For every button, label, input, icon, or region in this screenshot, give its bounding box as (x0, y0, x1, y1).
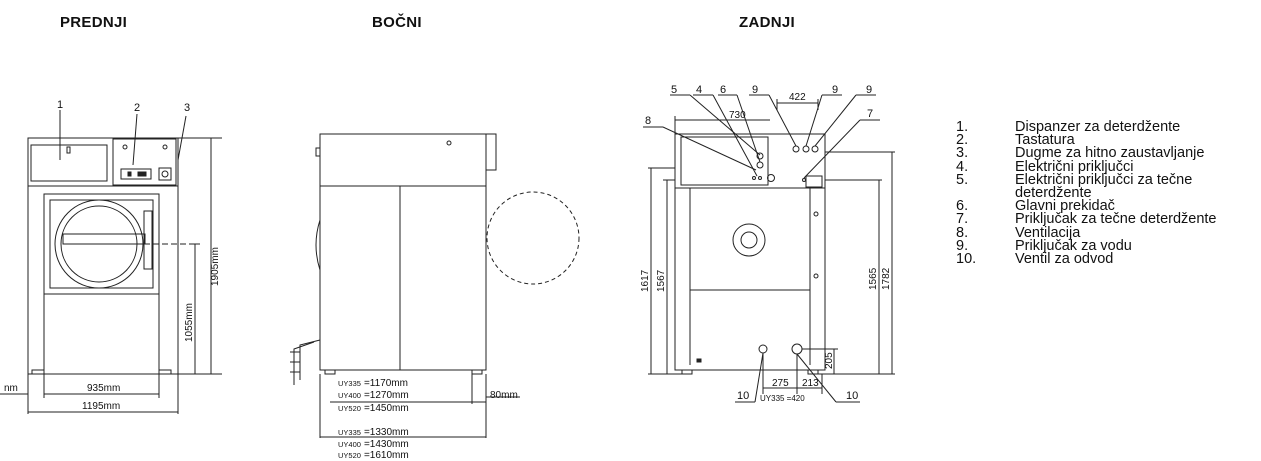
dim-front-width-total: 1195mm (82, 401, 120, 412)
dim-back-275: 275 (772, 378, 789, 389)
dim-front-width-inner: 935mm (87, 383, 120, 394)
back-drum-hub (732, 223, 766, 257)
legend-item: 5. Električni priključci za tečne deterdž… (956, 171, 1255, 202)
legend-text: Tastatura (1015, 132, 1075, 149)
legend-text: Dispanzer za deterdžente (1015, 119, 1181, 135)
legend-text: Ventilacija (1015, 224, 1081, 241)
legend-num: 1. (956, 119, 969, 135)
dim-back-drain: UY335 =420 (760, 394, 805, 403)
side-depth-b-uy520: UY520=1610mm (338, 450, 409, 461)
dim-back-730: 730 (729, 110, 746, 121)
side-rear-bracket (485, 133, 497, 171)
control-panel (112, 138, 177, 186)
door-swing-arc (486, 191, 580, 285)
dim-back-1567: 1567 (656, 269, 667, 292)
back-callout-10a: 10 (737, 390, 749, 402)
back-callout-6: 6 (720, 84, 726, 96)
dim-back-1782: 1782 (881, 267, 892, 290)
legend-item: 10. Ventil za odvod (956, 251, 1255, 268)
legend-item: 1. Dispanzer za deterdžente (956, 119, 1255, 135)
back-callout-8: 8 (645, 115, 651, 127)
heading-back: ZADNJI (739, 14, 795, 31)
legend-text: Ventil za odvod (1015, 251, 1114, 268)
back-callout-10b: 10 (846, 390, 858, 402)
emergency-stop-button (158, 167, 172, 181)
legend-text: Glavni prekidač (1015, 198, 1115, 215)
legend-text: Priključak za tečne deterdžente (1015, 211, 1217, 228)
dim-back-422: 422 (789, 92, 806, 103)
keypad (120, 168, 152, 180)
side-depth-a-uy400: UY400=1270mm (338, 390, 409, 401)
legend-num: 4. (956, 158, 969, 175)
parts-legend: 1. Dispanzer za deterdžente 2. Tastatura 3… (956, 119, 1255, 268)
front-view: 1 2 3 1905mm 1055mm 935mm 1195mm nm (0, 99, 222, 414)
side-depth-a-uy335: UY335=1170mm (338, 378, 408, 389)
back-callout-5: 5 (671, 84, 677, 96)
side-cabinet (319, 133, 487, 371)
legend-item: 9. Priključak za vodu (956, 237, 1255, 254)
back-vent-panel (680, 136, 769, 186)
legend-item: 8. Ventilacija (956, 224, 1255, 241)
door-handle (143, 210, 153, 270)
legend-item: 4. Električni priključci (956, 158, 1255, 175)
legend-text: Električni priključci (1015, 158, 1134, 175)
dim-front-left-cut: nm (4, 383, 18, 394)
dim-back-1617: 1617 (640, 269, 651, 292)
back-cabinet (674, 133, 826, 371)
legend-num: 9. (956, 237, 969, 254)
legend-item: 2. Tastatura (956, 132, 1255, 149)
dim-side-back-offset: 80mm (490, 390, 518, 401)
front-callout-3: 3 (184, 102, 190, 114)
legend-item: 6. Glavni prekidač (956, 198, 1255, 215)
side-depth-b-uy335: UY335=1330mm (338, 427, 409, 438)
legend-text: Priključak za vodu (1015, 237, 1132, 254)
detergent-dispenser (30, 144, 108, 182)
drain-valve-left (758, 344, 768, 354)
back-callout-9b: 9 (832, 84, 838, 96)
back-callout-4: 4 (696, 84, 702, 96)
side-depth-a-uy520: UY520=1450mm (338, 403, 409, 414)
dim-front-height-door: 1055mm (184, 303, 195, 342)
legend-item: 7. Priključak za tečne deterdžente (956, 211, 1255, 228)
legend-text: Električni priključci za tečne deterdžen… (1015, 171, 1193, 202)
legend-num: 5. (956, 171, 969, 188)
heading-front: PREDNJI (60, 14, 128, 31)
back-view: 5 4 6 9 9 9 8 7 422 730 1617 1567 1565 1… (640, 84, 895, 403)
legend-num: 2. (956, 132, 969, 149)
legend-num: 6. (956, 198, 969, 215)
dim-back-213: 213 (802, 378, 819, 389)
legend-num: 10. (956, 251, 977, 268)
side-view: UY335=1170mm UY400=1270mm UY520=1450mm U… (290, 133, 580, 461)
legend-num: 7. (956, 211, 969, 228)
back-callout-9c: 9 (866, 84, 872, 96)
legend-num: 3. (956, 145, 969, 162)
back-callout-7: 7 (867, 108, 873, 120)
dim-back-1565: 1565 (868, 267, 879, 290)
dim-front-height-total: 1905mm (210, 247, 221, 286)
drain-valve-right (791, 343, 803, 355)
heading-side: BOČNI (372, 14, 422, 31)
legend-text: Dugme za hitno zaustavljanje (1015, 145, 1205, 162)
legend-item: 3. Dugme za hitno zaustavljanje (956, 145, 1255, 162)
front-cabinet (27, 137, 179, 375)
dim-back-205: 205 (824, 352, 835, 369)
legend-num: 8. (956, 224, 969, 241)
side-depth-b-uy400: UY400=1430mm (338, 439, 409, 450)
back-callout-9a: 9 (752, 84, 758, 96)
front-callout-2: 2 (134, 102, 140, 114)
front-callout-1: 1 (57, 99, 63, 111)
